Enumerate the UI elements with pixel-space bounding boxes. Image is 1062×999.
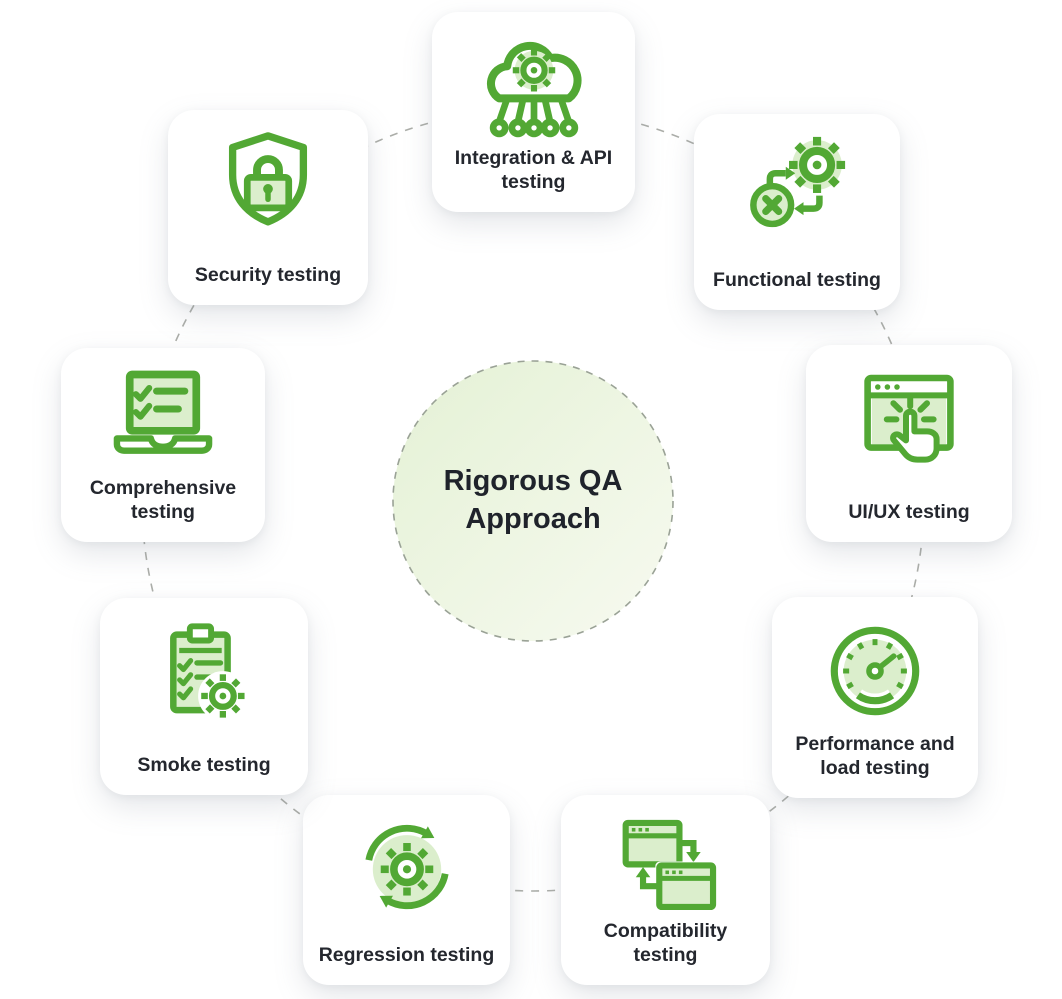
browser-tap-icon: [864, 374, 954, 463]
card-smoke-testing: Smoke testing: [100, 598, 308, 795]
card-label: Smoke testing: [137, 753, 271, 776]
card-regression-testing: Regression testing: [303, 795, 510, 985]
card-label: Functional testing: [713, 268, 881, 291]
card-comprehensive-testing: Comprehensive testing: [61, 348, 265, 542]
clipboard-checks-gear-icon: [170, 622, 263, 729]
card-integration-api-testing: Integration & API testing: [432, 12, 635, 212]
speedometer-icon: [830, 626, 920, 715]
gear-error-check-icon: [750, 126, 856, 228]
card-label: Compatibility testing: [603, 920, 728, 966]
card-label: UI/UX testing: [848, 500, 970, 523]
center-circle: [392, 360, 674, 642]
card-label: Comprehensive testing: [89, 477, 237, 523]
cloud-gear-api-icon: [486, 41, 582, 138]
card-security-testing: Security testing: [168, 110, 368, 305]
gear-refresh-icon: [364, 824, 449, 910]
card-label: Security testing: [194, 263, 342, 286]
laptop-checklist-icon: [113, 370, 213, 454]
card-label: Integration & API testing: [454, 147, 613, 193]
card-uiux-testing: UI/UX testing: [806, 345, 1012, 542]
shield-lock-icon: [228, 131, 308, 226]
card-functional-testing: Functional testing: [694, 114, 900, 310]
center-title: Rigorous QA Approach: [443, 465, 623, 535]
card-compatibility-testing: Compatibility testing: [561, 795, 770, 985]
card-label: Regression testing: [318, 943, 495, 966]
browser-sync-icon: [622, 819, 717, 911]
card-label: Performance and load testing: [795, 733, 955, 779]
card-performance-load-testing: Performance and load testing: [772, 597, 978, 798]
